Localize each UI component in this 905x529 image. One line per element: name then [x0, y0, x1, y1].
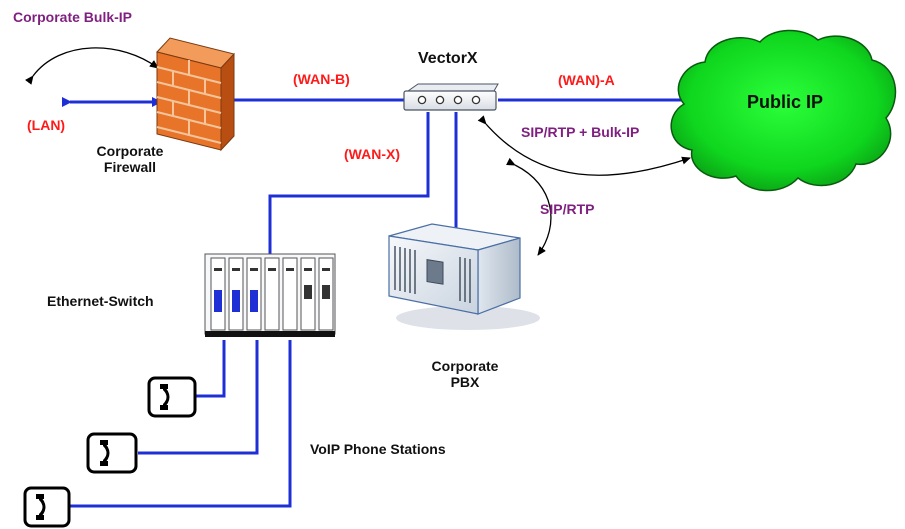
traffic-arrows: [24, 47, 691, 256]
corporate-firewall-label: Corporate Firewall: [88, 143, 172, 175]
sip-rtp-bulk-ip-arrow: [477, 115, 691, 176]
pbx-server-icon: [388, 223, 540, 330]
phone-link-1: [196, 340, 226, 398]
vectorx-router-icon: [403, 83, 499, 111]
phone-link-3: [68, 340, 292, 508]
ethernet-switch-rack-icon: [204, 253, 336, 337]
wan-x-label: (WAN-X): [344, 146, 400, 162]
wan-x-link: [268, 112, 430, 255]
lan-label: (LAN): [27, 117, 66, 133]
voip-phone-icon-2: [86, 432, 138, 474]
corporate-pbx-label: Corporate PBX: [425, 358, 505, 390]
ethernet-switch-label: Ethernet-Switch: [47, 293, 154, 309]
pbx-label-line2: PBX: [450, 374, 480, 391]
network-links: [62, 97, 682, 508]
sip-rtp-label: SIP/RTP: [540, 201, 595, 217]
voip-phone-icon-1: [147, 376, 197, 418]
pbx-label-line1: Corporate: [431, 358, 499, 374]
firewall-icon: [156, 37, 235, 152]
voip-phone-stations-label: VoIP Phone Stations: [310, 441, 446, 457]
wan-a-label: (WAN)-A: [558, 72, 615, 88]
bulk-ip-arrow: [24, 47, 159, 85]
phone-link-2: [138, 340, 259, 455]
vectorx-label: VectorX: [418, 50, 478, 67]
firewall-label-line1: Corporate: [96, 143, 164, 159]
sip-rtp-bulk-ip-label: SIP/RTP + Bulk-IP: [521, 124, 640, 140]
corporate-bulk-ip-label: Corporate Bulk-IP: [13, 9, 133, 25]
wan-b-label: (WAN-B): [293, 71, 350, 87]
voip-phone-icon-3: [23, 486, 71, 528]
sip-rtp-arrow: [506, 157, 552, 256]
firewall-label-line2: Firewall: [103, 159, 157, 176]
public-ip-cloud-icon: [670, 29, 897, 192]
public-ip-label: Public IP: [747, 92, 824, 112]
